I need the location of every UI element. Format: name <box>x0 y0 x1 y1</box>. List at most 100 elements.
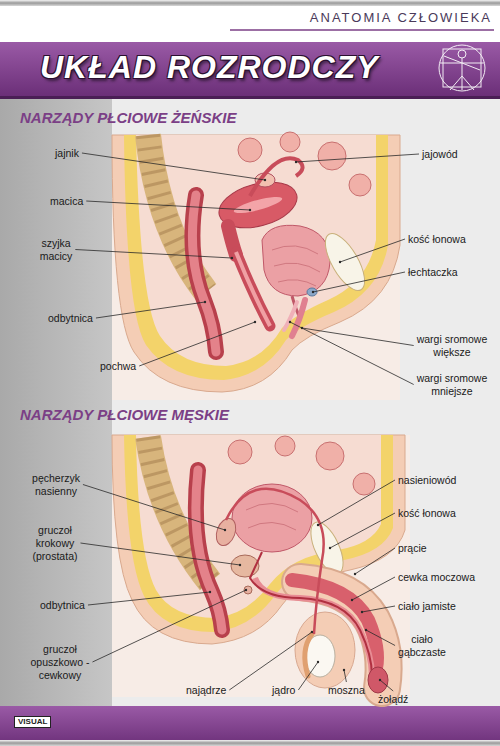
svg-circle <box>238 138 262 162</box>
svg-path <box>250 552 372 676</box>
leader-line <box>313 272 405 292</box>
svg-rect <box>112 435 410 697</box>
male-anatomy <box>112 435 410 697</box>
publisher-logo: VISUAL <box>14 716 51 728</box>
svg-rect <box>0 96 500 99</box>
header-text: ANATOMIA CZŁOWIEKA <box>310 10 492 26</box>
leader-dot <box>245 589 247 591</box>
svg-path <box>284 302 297 330</box>
svg-line <box>462 76 474 90</box>
svg-circle <box>316 442 344 470</box>
part-label: wargi sromowe większe <box>414 333 490 359</box>
svg-rect <box>0 42 500 96</box>
leader-dot <box>339 261 341 263</box>
svg-path <box>136 135 376 366</box>
svg-ellipse <box>295 612 355 688</box>
leader-line <box>229 632 312 690</box>
leader-dot <box>254 321 256 323</box>
svg-path <box>196 470 222 630</box>
leader-line <box>318 480 395 525</box>
leader-line <box>298 662 318 690</box>
svg-circle <box>318 142 346 170</box>
svg-path <box>262 225 330 296</box>
part-label: ciało gąbczaste <box>394 633 450 659</box>
part-label: szyjka macicy <box>34 237 78 263</box>
svg-line <box>230 29 494 31</box>
svg-circle <box>458 50 466 58</box>
leader-line <box>296 154 419 162</box>
part-label: pochwa <box>100 360 136 373</box>
leader-dot <box>317 524 319 526</box>
leader-dot <box>361 611 363 613</box>
leader-line <box>355 548 395 574</box>
part-label: jajnik <box>55 147 79 160</box>
leader-line <box>139 322 255 366</box>
svg-path <box>192 195 216 352</box>
part-label: gruczoł opuszkowo -cewkowy <box>30 643 90 682</box>
part-label: najądrze <box>186 684 226 697</box>
svg-path <box>196 470 222 630</box>
leader-line <box>86 201 250 210</box>
part-label: jajowód <box>422 148 458 161</box>
svg-path <box>272 246 320 286</box>
part-label: odbytnica <box>48 312 93 325</box>
svg-ellipse <box>318 228 373 296</box>
leader-line <box>366 630 395 646</box>
leader-dot <box>354 573 356 575</box>
leader-dot <box>289 321 291 323</box>
leader-dot <box>209 591 211 593</box>
leader-line <box>80 543 240 565</box>
leader-dot <box>317 661 319 663</box>
leader-dot <box>329 547 331 549</box>
svg-line <box>462 58 463 76</box>
svg-ellipse <box>213 516 239 548</box>
svg-line <box>450 76 462 90</box>
leader-line <box>83 485 225 531</box>
svg-circle <box>275 436 295 456</box>
part-label: łechtaczka <box>408 266 458 279</box>
section-heading: NARZĄDY PŁCIOWE ŻEŃSKIE <box>20 109 236 127</box>
svg-ellipse <box>232 484 312 552</box>
leader-line <box>330 513 395 548</box>
svg-circle <box>280 132 300 152</box>
part-label: kość łonowa <box>398 507 456 520</box>
svg-line <box>462 76 463 90</box>
leader-line <box>88 592 210 605</box>
svg-ellipse <box>233 194 284 217</box>
female-anatomy <box>112 132 400 400</box>
part-label: cewka moczowa <box>398 571 475 584</box>
leader-line <box>340 239 405 262</box>
svg-circle <box>353 473 375 495</box>
svg-ellipse <box>307 288 317 296</box>
svg-ellipse <box>305 635 335 677</box>
leader-dot <box>224 529 226 531</box>
svg-rect <box>0 0 500 42</box>
leader-line <box>290 322 414 385</box>
part-label: moszna <box>328 684 365 697</box>
leader-dot <box>239 564 241 566</box>
vitruvian-logo <box>439 45 485 91</box>
leader-line <box>82 153 265 180</box>
leader-line <box>352 577 395 600</box>
leader-line <box>75 250 232 259</box>
svg-rect <box>0 0 500 6</box>
svg-path <box>250 158 303 196</box>
poster-title: UKŁAD ROZRODCZY <box>40 47 379 87</box>
svg-path <box>192 195 216 352</box>
leader-dot <box>365 629 367 631</box>
svg-circle <box>228 440 252 464</box>
part-label: odbytnica <box>40 599 85 612</box>
svg-path <box>112 135 400 392</box>
svg-path <box>112 435 405 644</box>
svg-rect <box>112 135 400 400</box>
svg-circle <box>349 174 371 196</box>
svg-circle <box>439 45 485 91</box>
leader-dot <box>343 669 345 671</box>
part-label: wargi sromowe mniejsze <box>414 372 490 398</box>
svg-path <box>226 489 324 634</box>
part-label: ciało jamiste <box>398 600 456 613</box>
leader-line <box>92 590 246 662</box>
